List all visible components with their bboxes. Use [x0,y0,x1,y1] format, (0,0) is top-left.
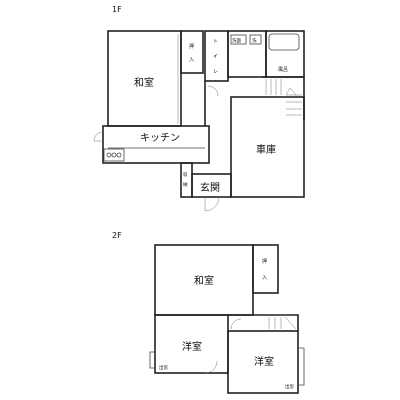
label-senmen: 洗面 [232,37,241,44]
label-oshiire-1f-a: 押 [189,43,194,50]
bathtub [268,33,300,51]
room-kitchen [102,125,210,164]
burner-2 [111,152,117,158]
room-storage [180,162,193,198]
label-furo: 風呂 [278,67,288,73]
label-washitsu-2f: 和室 [194,274,214,287]
label-kitchen: キッチン [140,132,180,144]
stove [103,148,125,162]
label-washitsu-1f: 和室 [134,76,154,89]
floor-label-2f: 2F [112,231,122,240]
kitchen-door-arc [93,131,104,142]
room-oshiire-2f [252,244,279,294]
burner-1 [106,152,112,158]
burner-3 [116,152,122,158]
stair2-door-arc [230,318,242,330]
stair-landing [285,87,297,96]
entrance-door-arc [204,196,220,212]
second-floor-plan: 和室 押 入 洋室 出窓 洋室 出窓 [149,244,305,394]
room-yoshitsu-right [227,330,299,394]
label-oshiire-2f-b: 入 [262,275,267,281]
corridor-door-arc [207,85,219,97]
label-sentaku: 洗 [252,37,257,44]
room-washroom-1f [227,30,267,78]
label-oshiire-1f-b: 入 [189,57,194,63]
label-yoshitsu-left: 洋室 [182,340,202,353]
label-yoshitsu-right: 洋室 [254,355,274,368]
washer-box [249,34,262,45]
sink-box [230,34,247,45]
label-toilet-a: ト [213,39,218,45]
stair-outline [262,76,305,120]
stair-outline-2f [228,314,299,331]
room-genkan [191,173,232,198]
label-shuno-a: 収 [183,171,188,178]
label-demado-left: 出窓 [159,364,168,371]
label-toilet-c: レ [213,69,218,75]
label-oshiire-2f-a: 押 [262,258,267,265]
label-toilet-b: イ [213,54,218,60]
stair2-landing [284,316,297,330]
bay-window-left [149,351,155,369]
first-floor-plan: 和室 押 入 ト イ レ 洗面 洗 風呂 車 [93,30,305,212]
label-shuno-b: 納 [183,181,188,188]
floor-label-1f: 1F [112,5,122,14]
yoshitsu-left-door-arc [204,360,218,374]
room-garage [230,96,305,198]
bay-window-right [298,347,305,386]
label-shako: 車庫 [256,143,276,156]
label-demado-right: 出窓 [285,383,294,390]
label-genkan: 玄関 [200,181,220,194]
room-oshiire-1f [180,30,204,74]
